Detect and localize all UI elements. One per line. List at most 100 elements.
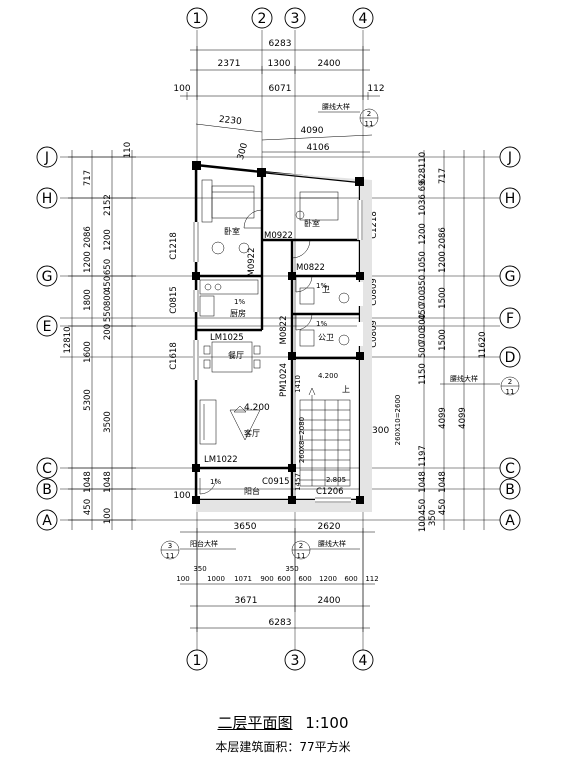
svg-text:F: F (506, 311, 514, 327)
slope-public-wc: 1% (316, 320, 327, 328)
dim-left-c1-2: 1200 (83, 251, 93, 273)
room-balcony: 阳台 (244, 486, 260, 496)
dim-left-c2-8: 1048 (103, 471, 113, 493)
slope-marks: 1% 1% 1% 1% (210, 282, 327, 486)
svg-text:1: 1 (193, 11, 202, 27)
dim-left-o1: 110 (123, 142, 133, 158)
dim-diag-b: 4090 (301, 126, 324, 136)
dim-left-c2-9: 100 (103, 508, 113, 524)
stair-note-right: 260X10=2600 (394, 395, 402, 446)
axis-bubbles-right: J H G F D C B A (499, 146, 521, 531)
dim-bottom-r2-10: 112 (365, 575, 378, 583)
svg-text:4: 4 (359, 653, 368, 669)
code-c1206: C1206 (316, 487, 344, 497)
dim-bottom-r2-1: 350 (193, 565, 206, 573)
dim-right-c1-15: 100 (418, 516, 428, 532)
window-mark-c1218-left: C1218 (169, 232, 179, 260)
dim-bottom-r2-2: 1000 (207, 575, 225, 583)
svg-text:J: J (44, 150, 49, 166)
dim-right-c1-5: 350 (418, 275, 428, 291)
dim-top-inner-end: 112 (367, 84, 384, 94)
svg-text:D: D (505, 350, 516, 366)
code-m0822-b: M0822 (279, 316, 289, 345)
room-living: 客厅 (244, 428, 260, 438)
dim-right-c1-10: 500 (418, 342, 428, 358)
detail-label-balcony: 阳台大样 (190, 539, 218, 548)
detail-mark-bottom-mid: 2 11 (291, 540, 311, 560)
dim-right-c1-7: 450 (418, 304, 428, 320)
axis-bubble-4-top: 4 (352, 7, 374, 29)
dim-top-inner: 6071 (269, 84, 292, 94)
dim-bottom-r2-6: 350 (285, 565, 298, 573)
detail-mark-top: 2 11 (359, 108, 379, 128)
svg-text:H: H (505, 191, 516, 207)
room-bedroom-right: 卧室 (304, 218, 320, 228)
axis-bubble-H-left: H (36, 187, 58, 209)
svg-text:4: 4 (359, 11, 368, 27)
dim-right-c2-6: 1048 (438, 471, 448, 493)
code-m0922-b: M0922 (247, 248, 257, 277)
dim-diag-c: 4106 (307, 143, 330, 153)
axis-bubbles-left: J H G E C B A (36, 146, 58, 531)
code-m0822-a: M0822 (296, 263, 325, 273)
dim-left-c1-3: 1800 (83, 289, 93, 311)
room-labels: 卧室 卧室 厨房 餐厅 客厅 阳台 卫 公卫 上 (224, 218, 350, 496)
axis-bubble-3-bottom: 3 (284, 649, 306, 671)
axis-bubbles-top: 1 2 3 4 (186, 7, 374, 29)
level-landing: 2.805 (326, 476, 346, 484)
drawing-title: 二层平面图 (217, 714, 293, 732)
svg-text:E: E (43, 319, 52, 335)
dim-right-c2-3: 1500 (438, 287, 448, 309)
dim-top-seg-3: 2400 (318, 59, 341, 69)
left-dimensions: 12810 717 2086 1200 1800 1600 5300 1048 … (63, 142, 179, 530)
dim-bottom-offset: 100 (173, 491, 190, 501)
dim-top-seg-2: 1300 (268, 59, 291, 69)
axis-bubble-E-left: E (36, 315, 58, 337)
svg-text:11: 11 (166, 552, 175, 560)
dim-top-offset: 100 (173, 84, 190, 94)
doors (199, 209, 313, 495)
svg-text:C: C (42, 461, 52, 477)
dim-left-c1-0: 717 (83, 170, 93, 186)
dim-right-c1-9: 700 (418, 328, 428, 344)
svg-text:1: 1 (193, 653, 202, 669)
svg-text:B: B (505, 482, 515, 498)
dim-left-total: 12810 (63, 326, 73, 353)
dim-right-c1-1: 628 (418, 168, 428, 184)
dim-bottom-r2-4: 900 (260, 575, 273, 583)
windows (193, 200, 363, 503)
dim-bottom-r2-7: 600 (298, 575, 311, 583)
level-stair: 4.200 (318, 372, 338, 380)
axis-bubble-H-right: H (499, 187, 521, 209)
svg-text:2: 2 (258, 11, 267, 27)
svg-text:G: G (42, 269, 53, 285)
axis-bubble-1-top: 1 (186, 7, 208, 29)
dim-right-total: 11620 (478, 331, 488, 358)
dim-right-c2-0: 717 (438, 168, 448, 184)
misc-step-300: 300 (372, 426, 389, 436)
dim-bottom-r1-0: 3650 (234, 522, 257, 532)
axis-bubble-A-left: A (36, 509, 58, 531)
furniture (199, 179, 350, 445)
stair (299, 387, 351, 487)
code-pm1024: PM1024 (279, 363, 289, 397)
dim-right-c1-16: 350 (428, 510, 438, 526)
axis-bubble-D-right: D (499, 346, 521, 368)
dim-left-c1-7: 450 (83, 499, 93, 515)
code-stair-width: 260X8=2080 (298, 417, 306, 463)
dim-diag-a: 2230 (218, 115, 242, 127)
dim-left-c2-0: 2152 (103, 194, 113, 216)
room-public-wc: 公卫 (318, 333, 334, 342)
slope-kitchen: 1% (234, 298, 245, 306)
window-mark-c0809-right-b: C0809 (369, 320, 379, 348)
dim-right-c1-17: 69 (418, 181, 428, 192)
detail-mark-right: 2 11 (500, 376, 520, 396)
dim-right-c1-3: 1200 (418, 223, 428, 245)
axis-bubble-C-right: C (499, 457, 521, 479)
dim-top-seg-1: 2371 (218, 59, 241, 69)
svg-text:2: 2 (508, 378, 512, 386)
dim-right-c2-2: 1200 (438, 251, 448, 273)
axis-bubble-3-top: 3 (284, 7, 306, 29)
axis-bubble-2-top: 2 (251, 7, 273, 29)
room-kitchen: 厨房 (230, 308, 246, 318)
